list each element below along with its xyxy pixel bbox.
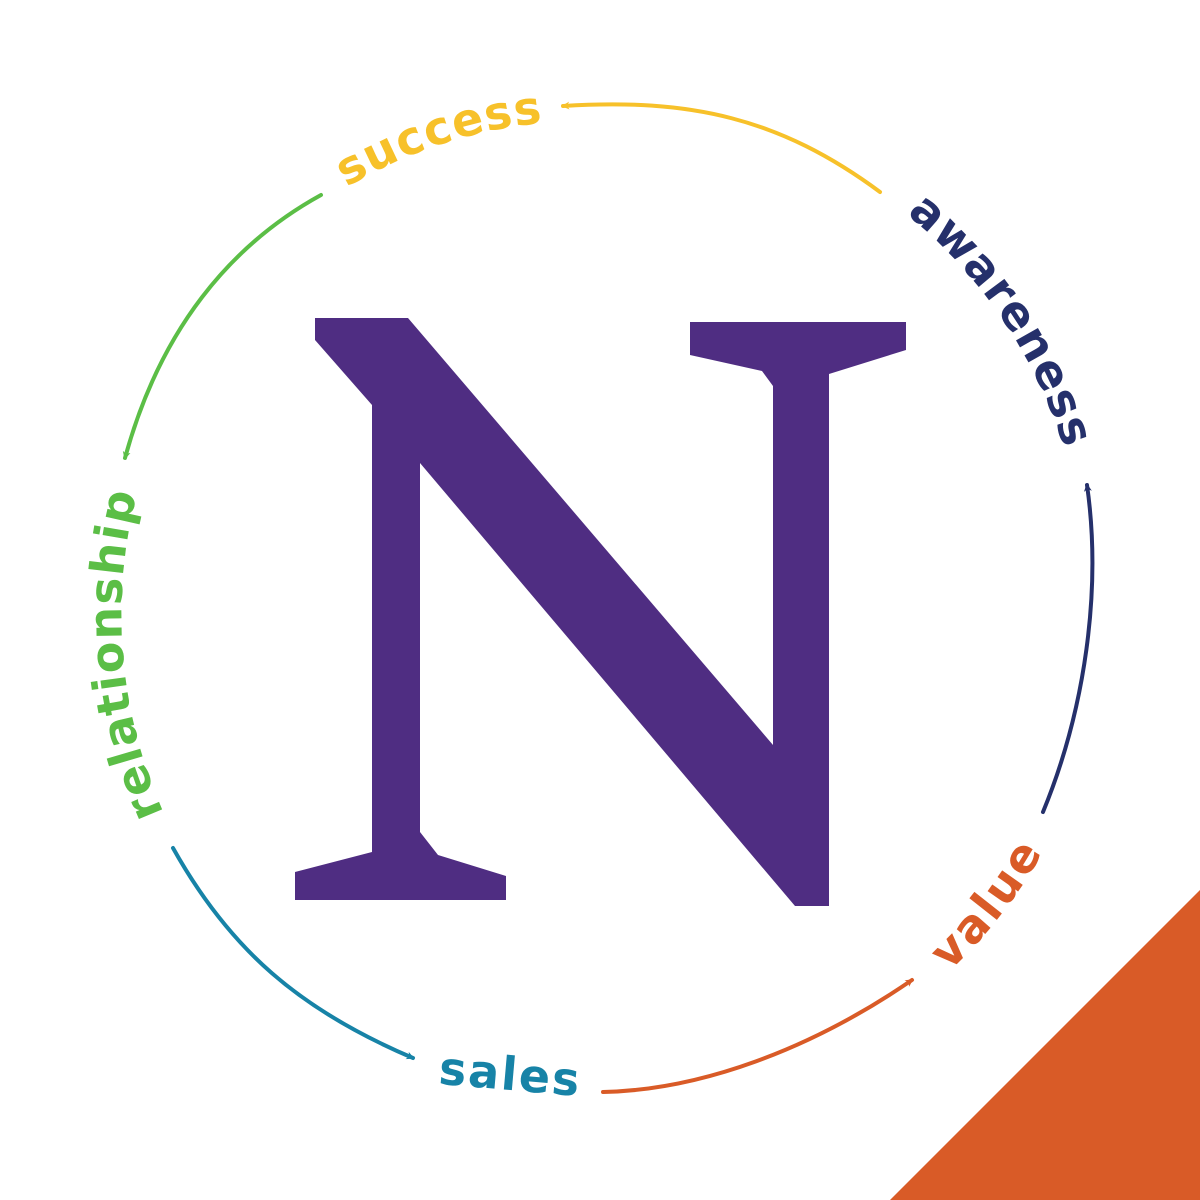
arrow-sales-to-value	[601, 978, 914, 1094]
arrow-relationship-to-sales	[171, 846, 415, 1060]
corner-accent-triangle	[890, 890, 1200, 1200]
stage-label-sales: sales	[437, 1041, 584, 1107]
stage-label-success: success	[326, 80, 546, 197]
arrow-success-to-relationship	[122, 193, 323, 460]
n-logo-mark	[295, 318, 906, 906]
arrow-awareness-to-success	[561, 101, 882, 194]
stage-label-awareness-text: awareness	[899, 181, 1104, 453]
stage-label-relationship-text: relationship	[78, 482, 172, 829]
arrow-value-to-awareness	[1041, 483, 1095, 814]
stage-label-value: value	[919, 829, 1053, 980]
stage-label-value-text: value	[919, 829, 1051, 980]
stage-label-success-text: success	[326, 80, 544, 197]
stage-label-relationship: relationship	[78, 482, 174, 829]
stage-label-awareness: awareness	[899, 181, 1106, 453]
